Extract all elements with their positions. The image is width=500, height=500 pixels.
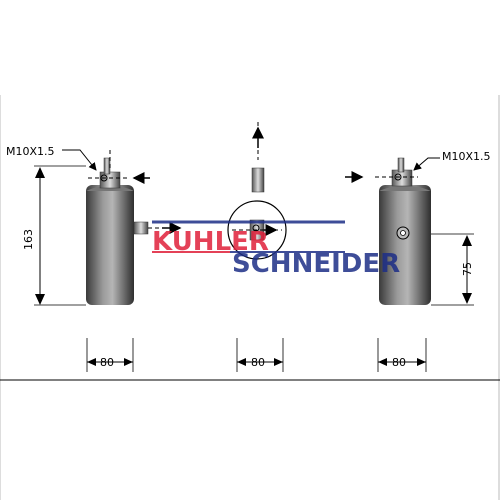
right-drier — [345, 157, 440, 305]
left-drier — [62, 149, 182, 305]
height-left-label: 163 — [22, 229, 35, 250]
thread-right-leader — [413, 157, 440, 171]
thread-right-label: M10X1.5 — [442, 150, 491, 163]
watermark-logo: KUHLER SCHNEIDER — [152, 220, 400, 279]
right-drier-body — [379, 185, 431, 305]
left-drier-body — [86, 185, 134, 305]
height-left-dimension — [34, 165, 86, 306]
width-label-3: 80 — [392, 356, 406, 369]
left-drier-fitting — [99, 171, 121, 189]
width-label-2: 80 — [251, 356, 265, 369]
width-dimension-2 — [236, 338, 284, 372]
middle-drier — [227, 122, 287, 260]
height-right-label: 75 — [461, 262, 474, 276]
width-dimension-3 — [377, 338, 427, 372]
height-right-dimension — [431, 233, 474, 306]
watermark-word-2: SCHNEIDER — [232, 249, 400, 279]
width-dimension-1 — [86, 338, 134, 372]
left-drier-valve — [103, 157, 111, 175]
thread-left-label: M10X1.5 — [6, 145, 55, 158]
right-drier-valve — [397, 157, 405, 173]
right-drier-top — [379, 185, 431, 191]
width-label-1: 80 — [100, 356, 114, 369]
middle-drier-top-fitting — [251, 167, 265, 193]
watermark-word-1: KUHLER — [152, 227, 269, 257]
left-drier-side-port — [133, 221, 149, 235]
thread-left-leader — [62, 149, 97, 171]
